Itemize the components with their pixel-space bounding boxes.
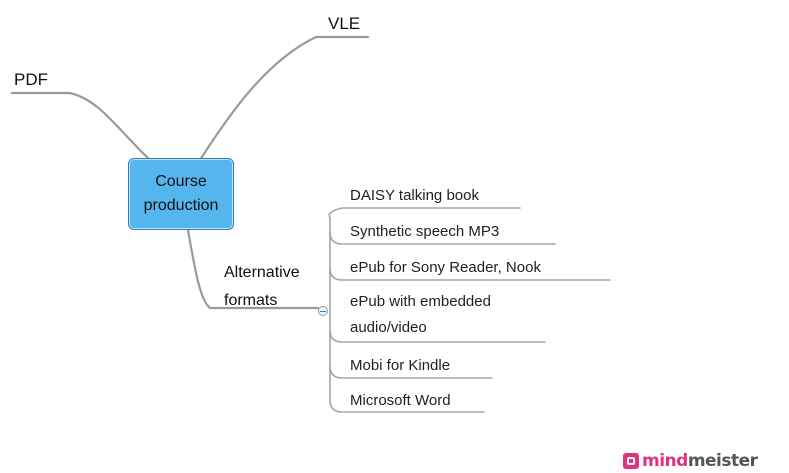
child-line-3 [329,267,611,281]
node-vle[interactable]: VLE [328,14,361,33]
child-line-4 [329,329,546,343]
node-pdf[interactable]: PDF [14,70,48,89]
node-alternative-formats[interactable]: Alternative formats [224,264,300,309]
child-line-6 [329,399,485,413]
node-mobi-kindle[interactable]: Mobi for Kindle [350,357,451,374]
center-node[interactable]: Course production [128,158,234,230]
mindmeister-logo: mindmeister [623,451,758,471]
mindmeister-logo-icon [623,453,639,469]
node-epub-embedded-av[interactable]: ePub with embedded audio/video [350,293,491,336]
connector-vle [198,35,370,162]
node-synthetic-speech-mp3[interactable]: Synthetic speech MP3 [350,223,500,240]
logo-text-meister: meister [687,451,758,471]
node-daisy-talking-book[interactable]: DAISY talking book [350,187,479,204]
connector-pdf [10,91,152,162]
collapse-toggle-icon[interactable] [318,306,328,316]
center-node-label: Course production [143,173,219,214]
logo-text-mind: mind [642,451,688,471]
child-spine [328,207,343,219]
node-epub-sony-nook[interactable]: ePub for Sony Reader, Nook [350,259,541,276]
connector-alternative [186,228,320,310]
node-microsoft-word[interactable]: Microsoft Word [350,392,451,409]
child-line-5 [329,365,493,379]
child-line-2 [329,231,556,245]
